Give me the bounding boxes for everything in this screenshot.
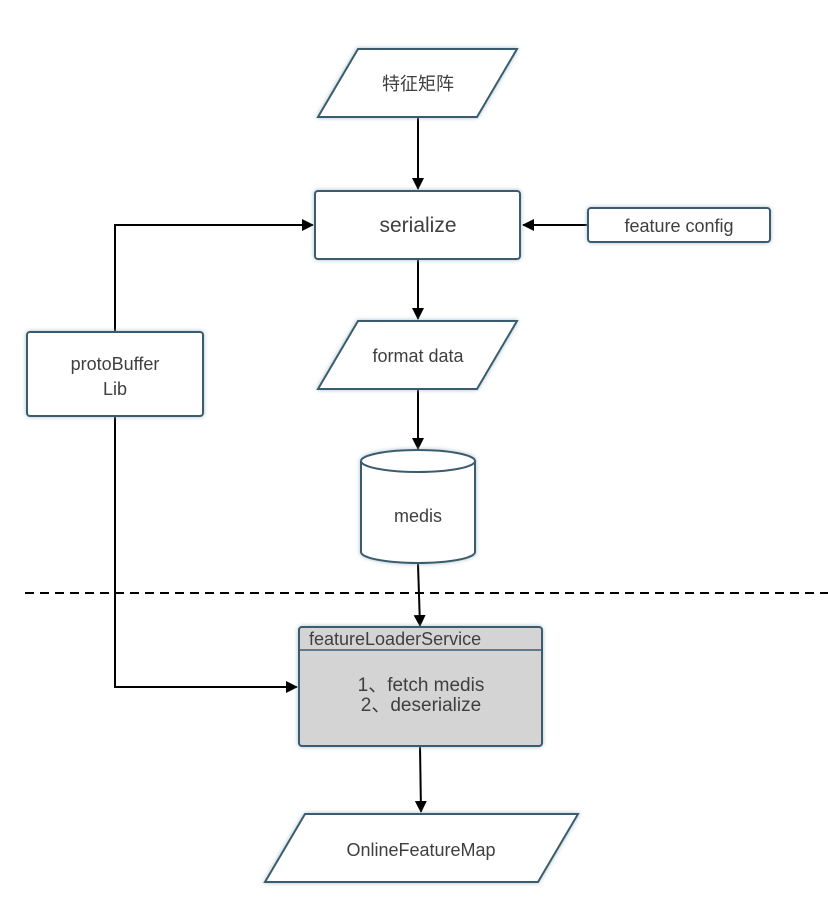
edge-protobuf-to-serialize	[114, 219, 314, 332]
node-format-data-label: format data	[372, 346, 464, 366]
edges	[114, 117, 588, 813]
node-format-data[interactable]: format data	[316, 320, 519, 390]
node-feature-config[interactable]: feature config	[587, 207, 771, 243]
node-feature-matrix[interactable]: 特征矩阵	[316, 48, 519, 118]
node-feature-loader-step2: 2、deserialize	[361, 695, 481, 716]
node-medis[interactable]: medis	[360, 449, 476, 564]
node-online-feature-map-label: OnlineFeatureMap	[346, 840, 495, 860]
edge-loader-to-online-map	[414, 745, 427, 813]
node-protobuffer-lib[interactable]: protoBuffer Lib	[26, 331, 204, 417]
node-feature-loader-service[interactable]: featureLoaderService 1、fetch medis 2、des…	[298, 626, 543, 747]
node-feature-loader-step1: 1、fetch medis	[358, 675, 485, 696]
node-serialize[interactable]: serialize	[314, 190, 521, 260]
node-medis-label: medis	[394, 506, 442, 526]
edge-medis-to-loader	[413, 563, 426, 627]
node-online-feature-map[interactable]: OnlineFeatureMap	[263, 813, 580, 883]
node-feature-config-label: feature config	[624, 216, 733, 236]
node-feature-matrix-label: 特征矩阵	[382, 74, 454, 94]
node-protobuffer-line1: protoBuffer	[71, 354, 160, 374]
node-protobuffer-line2: Lib	[103, 379, 127, 399]
node-serialize-label: serialize	[379, 214, 456, 237]
node-feature-loader-title: featureLoaderService	[309, 629, 481, 649]
edge-protobuf-to-loader	[114, 416, 298, 693]
